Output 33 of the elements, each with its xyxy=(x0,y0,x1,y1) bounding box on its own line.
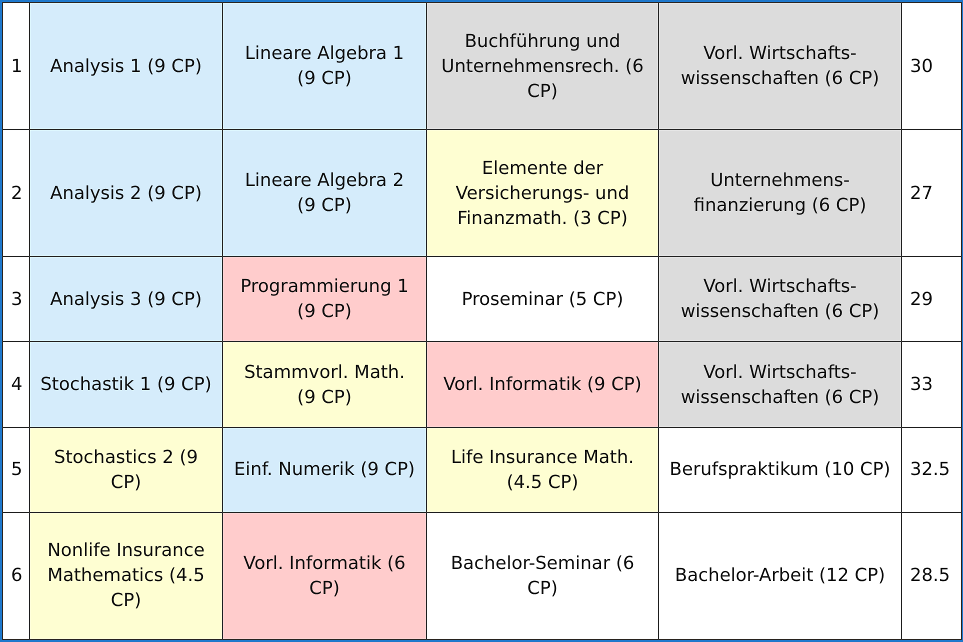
course-cell: Unternehmens- finanzierung (6 CP) xyxy=(658,130,902,257)
course-cell: Vorl. Wirtschafts- wissenschaften (6 CP) xyxy=(658,256,902,342)
course-cell: Lineare Algebra 2 (9 CP) xyxy=(222,130,426,257)
credit-total-cell: 28.5 xyxy=(902,512,962,640)
course-cell: Vorl. Informatik (9 CP) xyxy=(426,342,658,428)
course-cell: Stochastics 2 (9 CP) xyxy=(30,427,222,512)
credit-total-cell: 30 xyxy=(902,2,962,130)
course-cell: Lineare Algebra 1 (9 CP) xyxy=(222,2,426,130)
course-cell: Bachelor-Arbeit (12 CP) xyxy=(658,512,902,640)
course-cell: Elemente der Versicherungs- und Finanzmath. (3 CP) xyxy=(426,130,658,257)
course-cell: Stochastik 1 (9 CP) xyxy=(30,342,222,428)
course-cell: Analysis 2 (9 CP) xyxy=(30,130,222,257)
row-number-cell: 6 xyxy=(2,512,30,640)
credit-total-cell: 29 xyxy=(902,256,962,342)
course-cell: Analysis 1 (9 CP) xyxy=(30,2,222,130)
row-number-cell: 1 xyxy=(2,2,30,130)
credit-total-cell: 32.5 xyxy=(902,427,962,512)
course-cell: Buchführung und Unternehmensrech. (6 CP) xyxy=(426,2,658,130)
course-cell: Nonlife Insurance Mathematics (4.5 CP) xyxy=(30,512,222,640)
course-cell: Berufspraktikum (10 CP) xyxy=(658,427,902,512)
course-cell: Vorl. Wirtschafts- wissenschaften (6 CP) xyxy=(658,342,902,428)
course-cell: Vorl. Informatik (6 CP) xyxy=(222,512,426,640)
course-cell: Vorl. Wirtschafts- wissenschaften (6 CP) xyxy=(658,2,902,130)
course-cell: Programmierung 1 (9 CP) xyxy=(222,256,426,342)
course-cell: Analysis 3 (9 CP) xyxy=(30,256,222,342)
course-cell: Bachelor-Seminar (6 CP) xyxy=(426,512,658,640)
credit-total-cell: 33 xyxy=(902,342,962,428)
course-cell: Einf. Numerik (9 CP) xyxy=(222,427,426,512)
course-cell: Life Insurance Math. (4.5 CP) xyxy=(426,427,658,512)
course-cell: Proseminar (5 CP) xyxy=(426,256,658,342)
credit-total-cell: 27 xyxy=(902,130,962,257)
row-number-cell: 2 xyxy=(2,130,30,257)
course-cell: Stammvorl. Math. (9 CP) xyxy=(222,342,426,428)
